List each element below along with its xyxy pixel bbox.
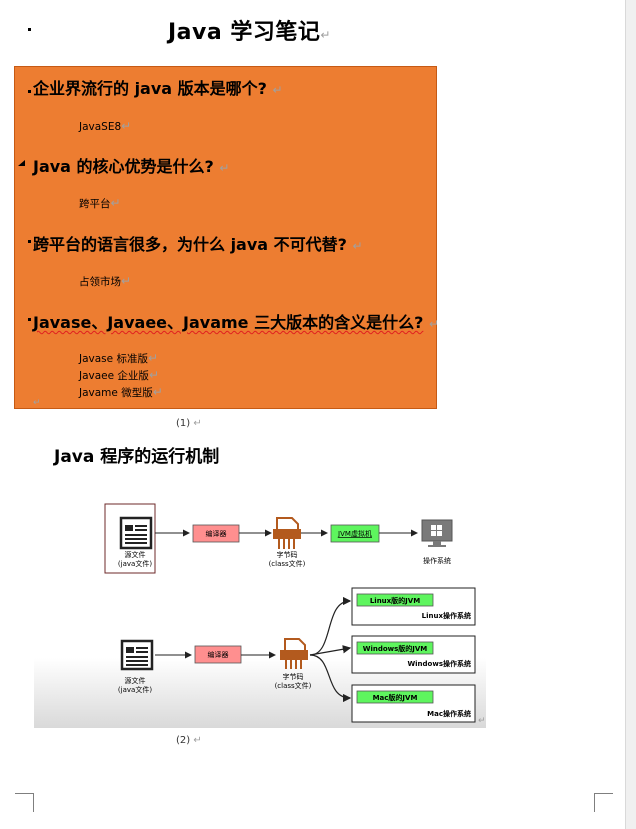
list-bullet <box>28 90 31 93</box>
page-edge <box>625 0 636 829</box>
source-file-ext-2: (java文件) <box>118 685 152 694</box>
page-title: Java 学习笔记↵ <box>168 20 331 45</box>
bytecode-ext-2: (class文件) <box>275 681 312 690</box>
windows-jvm-label: Windows版的JVM <box>363 644 428 653</box>
document-icon <box>120 639 154 671</box>
windows-jvm-box <box>356 641 434 655</box>
jvm-label: JVM虚拟机 <box>337 529 372 538</box>
bytecode-label-2: 字节码 <box>283 672 304 681</box>
bytecode-ext: (class文件) <box>269 559 306 568</box>
question-3: 跨平台的语言很多，为什么 java 不可代替? ↵ <box>33 235 363 254</box>
answer-4c: Javame 微型版↵ <box>79 385 163 399</box>
mac-os-label: Mac操作系统 <box>427 709 471 718</box>
linux-jvm-box <box>356 593 434 607</box>
os-monitor-icon <box>421 519 453 547</box>
java-runtime-diagram: 源文件 (java文件) 编译器 字节码 (class文件) JVM虚拟机 操作… <box>34 503 486 728</box>
question-4: Javase、Javaee、Javame 三大版本的含义是什么? ↵ <box>33 313 440 332</box>
paragraph-mark: ↵ <box>478 716 486 726</box>
compiler-label: 编译器 <box>206 529 227 538</box>
linux-jvm-label: Linux版的JVM <box>370 596 420 605</box>
paragraph-mark: ↵ <box>33 398 41 408</box>
page-corner-mark <box>594 793 613 812</box>
bytecode-label: 字节码 <box>277 550 298 559</box>
question-2: Java 的核心优势是什么? ↵ <box>33 157 230 176</box>
bytecode-shredder-icon <box>280 638 308 669</box>
windows-os-label: Windows操作系统 <box>407 659 471 668</box>
document-icon <box>119 516 153 550</box>
question-1: 企业界流行的 java 版本是哪个? ↵ <box>33 79 283 98</box>
caption-1: (1) ↵ <box>176 418 202 429</box>
list-bullet <box>28 240 31 243</box>
collapse-triangle-icon[interactable] <box>18 160 25 166</box>
answer-3: 占领市场↵ <box>79 274 132 288</box>
source-file-label: 源文件 <box>125 550 146 559</box>
answer-4a: Javase 标准版↵ <box>79 351 159 365</box>
mac-jvm-label: Mac版的JVM <box>373 693 418 702</box>
os-label: 操作系统 <box>423 556 451 565</box>
source-file-label-2: 源文件 <box>125 676 146 685</box>
answer-1: JavaSE8↵ <box>79 119 132 133</box>
source-file-ext: (java文件) <box>118 559 152 568</box>
bytecode-shredder-icon <box>273 517 301 549</box>
answer-2: 跨平台↵ <box>79 196 121 210</box>
answer-4b: Javaee 企业版↵ <box>79 368 159 382</box>
page-corner-mark <box>15 793 34 812</box>
title-bullet <box>28 28 31 31</box>
compiler-label-2: 编译器 <box>208 650 229 659</box>
list-bullet <box>28 318 31 321</box>
mac-jvm-box <box>356 690 434 704</box>
linux-os-label: Linux操作系统 <box>422 611 471 620</box>
section-heading: Java 程序的运行机制 <box>54 447 220 467</box>
caption-2: (2) ↵ <box>176 735 202 746</box>
highlighted-qa-block <box>14 66 437 409</box>
